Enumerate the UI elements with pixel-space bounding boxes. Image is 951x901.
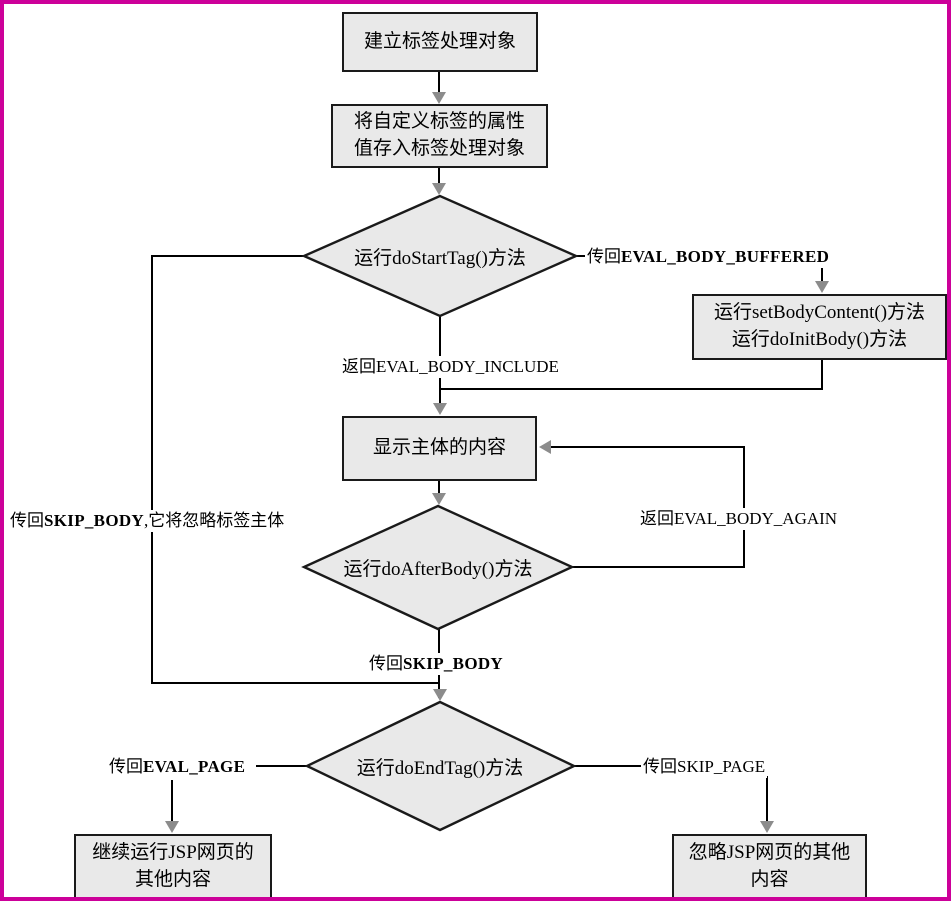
arrowhead-again	[539, 440, 551, 454]
edge-label-suffix: ,它将忽略标签主体	[144, 511, 285, 530]
arrowhead-continue	[165, 821, 179, 833]
node-set-body-content: 运行setBodyContent()方法 运行doInitBody()方法	[692, 294, 947, 360]
arrowhead-dostarttag	[432, 183, 446, 195]
node-ignore-jsp: 忽略JSP网页的其他 内容	[672, 834, 867, 897]
node-continue-jsp-line1: 继续运行JSP网页的	[92, 842, 254, 864]
diamond-label-do-after-body: 运行doAfterBody()方法	[343, 558, 533, 580]
diamond-do-end-tag	[304, 700, 577, 832]
node-store-attributes: 将自定义标签的属性 值存入标签处理对象	[331, 104, 548, 168]
node-display-body: 显示主体的内容	[342, 416, 537, 481]
node-continue-jsp-line2: 其他内容	[134, 869, 211, 890]
edge-label-keyword: EVAL_BODY_INCLUDE	[376, 357, 559, 376]
edge-label-keyword: SKIP_BODY	[44, 511, 144, 530]
edge-label-keyword: EVAL_PAGE	[143, 757, 246, 776]
node-create-label: 建立标签处理对象	[363, 30, 516, 52]
edge-label-skip-body-bypass: 传回SKIP_BODY,它将忽略标签主体	[8, 510, 287, 533]
arrowhead-display	[433, 403, 447, 415]
edge-label-prefix: 返回	[640, 509, 674, 528]
edge-label-eval-body-again: 返回EVAL_BODY_AGAIN	[638, 508, 840, 531]
edge-again-loop	[541, 446, 745, 568]
edge-label-prefix: 传回	[587, 247, 621, 266]
edge-label-prefix: 传回	[643, 757, 677, 776]
arrowhead-doafterbody	[432, 493, 446, 505]
edge-label-keyword: SKIP_BODY	[403, 654, 503, 673]
node-ignore-jsp-line2: 内容	[750, 869, 789, 890]
edge-label-prefix: 返回	[342, 357, 376, 376]
node-set-body-line2: 运行doInitBody()方法	[731, 329, 908, 350]
edge-label-prefix: 传回	[369, 654, 403, 673]
edge-label-eval-body-include: 返回EVAL_BODY_INCLUDE	[340, 356, 561, 379]
diamond-do-after-body	[301, 504, 575, 631]
edge-label-prefix: 传回	[10, 511, 44, 530]
edge-skipbody-bypass	[151, 255, 440, 684]
arrowhead-setbody	[815, 281, 829, 293]
node-set-body-line1: 运行setBodyContent()方法	[713, 302, 926, 324]
edge-label-skip-body: 传回SKIP_BODY	[367, 653, 505, 676]
node-create-tag-handler: 建立标签处理对象	[342, 12, 538, 72]
node-store-attrs-line2: 值存入标签处理对象	[353, 138, 525, 159]
node-ignore-jsp-line1: 忽略JSP网页的其他	[688, 842, 851, 864]
edge-label-prefix: 传回	[109, 757, 143, 776]
arrowhead-store	[432, 92, 446, 104]
diamond-label-do-end-tag: 运行doEndTag()方法	[356, 757, 524, 779]
edge-label-eval-page: 传回EVAL_PAGE	[107, 756, 248, 779]
connector-layer	[151, 72, 829, 833]
diamond-label-do-start-tag: 运行doStartTag()方法	[354, 247, 526, 269]
edge-setbody-to-main	[439, 360, 823, 390]
arrowhead-doendtag	[433, 689, 447, 701]
diamond-do-start-tag	[301, 194, 579, 318]
edge-label-eval-body-buffered: 传回EVAL_BODY_BUFFERED	[585, 246, 832, 269]
edge-label-keyword: EVAL_BODY_AGAIN	[674, 509, 838, 528]
edge-label-keyword: SKIP_PAGE	[677, 757, 766, 776]
edge-label-skip-page: 传回SKIP_PAGE	[641, 756, 768, 779]
node-continue-jsp: 继续运行JSP网页的 其他内容	[74, 834, 272, 897]
node-store-attrs-line1: 将自定义标签的属性	[353, 111, 525, 133]
edge-label-keyword: EVAL_BODY_BUFFERED	[621, 247, 830, 266]
node-display-body-label: 显示主体的内容	[372, 437, 506, 459]
arrowhead-ignore	[760, 821, 774, 833]
